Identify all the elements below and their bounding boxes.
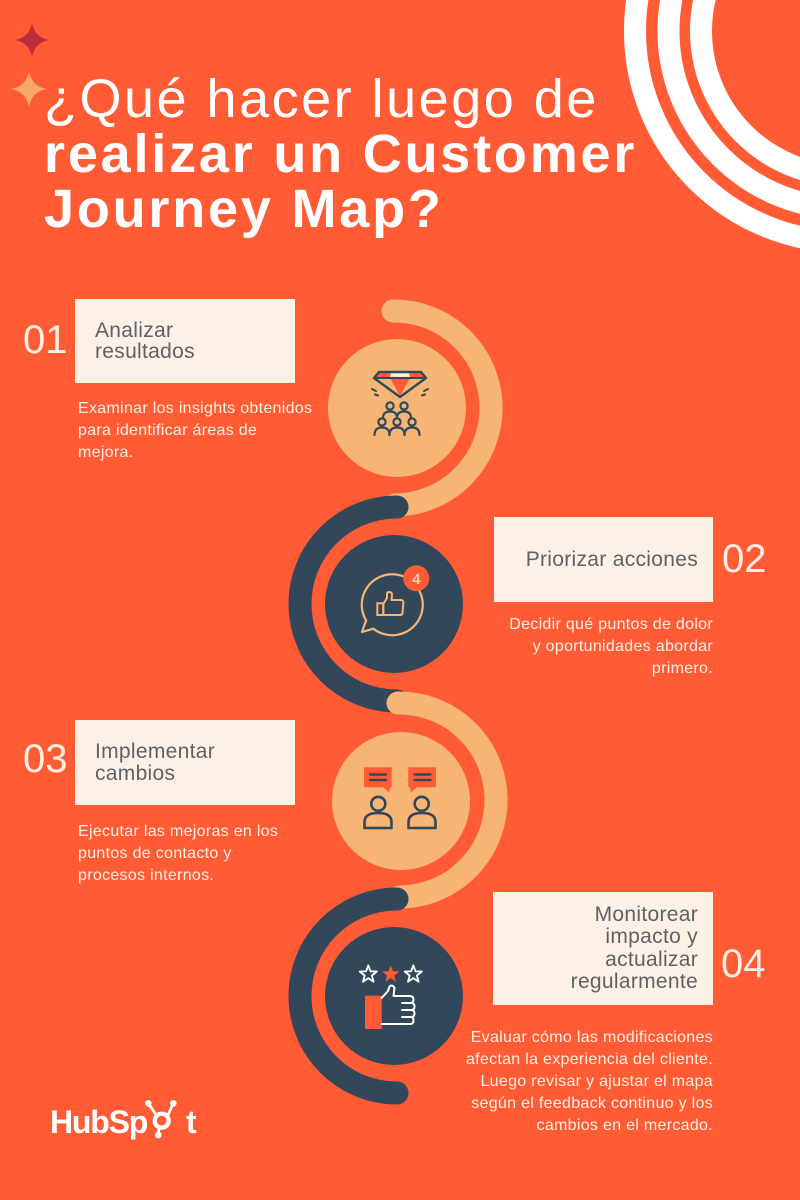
team-people bbox=[373, 401, 421, 437]
hubspot-logo: HubSp t bbox=[50, 1098, 200, 1140]
notification-badge bbox=[403, 565, 430, 592]
description-line: Evaluar cómo las modificaciones bbox=[470, 1028, 713, 1046]
description-line: según el feedback continuo y los bbox=[471, 1094, 713, 1112]
outer-ring bbox=[624, 0, 800, 249]
description-line: procesos internos. bbox=[78, 866, 215, 884]
step-3-title-line: Implementar bbox=[95, 740, 216, 763]
thumb-cuff bbox=[365, 995, 382, 1029]
sparkle-peach-icon bbox=[11, 71, 47, 107]
title-line-2: realizar un Customer bbox=[44, 124, 638, 184]
thumb-hand bbox=[382, 591, 405, 616]
step-4-title-box: Monitorear impacto y actualizar regularm… bbox=[493, 892, 713, 1005]
description-line: puntos de contacto y bbox=[78, 844, 232, 862]
people-chat-icon bbox=[363, 767, 437, 830]
inner-ring bbox=[690, 0, 800, 181]
step-4-title-line: impacto y bbox=[605, 925, 698, 948]
step-2-title-box: Priorizar acciones bbox=[494, 517, 713, 602]
step-2-title-line: Priorizar acciones bbox=[525, 547, 698, 571]
step-1-description: Examinar los insights obtenidos para ide… bbox=[78, 398, 312, 464]
badge-count: 4 bbox=[412, 571, 421, 588]
person-left-head bbox=[369, 795, 387, 813]
diamond-facet bbox=[390, 378, 410, 396]
step-1-title-line: resultados bbox=[95, 340, 195, 363]
page-title: ¿Qué hacer luego de realizar un Customer… bbox=[44, 72, 637, 237]
description-line: mejora. bbox=[78, 443, 134, 461]
middle-ring bbox=[657, 0, 800, 214]
step-2-circle bbox=[325, 535, 463, 673]
star-outline-icon bbox=[403, 964, 423, 983]
description-line: afectan la experiencia del cliente. bbox=[465, 1050, 713, 1068]
star-outline-icon bbox=[358, 964, 378, 983]
thumb-hand-outline bbox=[380, 984, 416, 1025]
step-3-title-line: cambios bbox=[95, 761, 176, 785]
journey-arc-1 bbox=[381, 299, 503, 517]
star-rating-thumbs-up-icon bbox=[358, 964, 423, 1029]
step-1-title-box: Analizar resultados bbox=[75, 299, 295, 383]
step-2-number: 02 bbox=[722, 537, 767, 581]
star-filled-icon bbox=[382, 965, 400, 982]
step-4-description: Evaluar cómo las modificaciones afectan … bbox=[466, 1027, 713, 1137]
sparkle-red-icon bbox=[14, 22, 50, 58]
description-line: para identificar áreas de bbox=[78, 421, 258, 439]
white-rings-decoration bbox=[624, 0, 800, 249]
logo-text-start: HubSp bbox=[50, 1104, 148, 1141]
step-2-description: Decidir qué puntos de dolor y oportunida… bbox=[509, 614, 713, 680]
step-1-title-line: Analizar bbox=[95, 318, 174, 342]
thumbs-up-chat-icon: 4 bbox=[360, 565, 430, 637]
description-line: Luego revisar y ajustar el mapa bbox=[480, 1072, 713, 1090]
title-line-1: ¿Qué hacer luego de bbox=[44, 69, 599, 129]
sprocket-ring bbox=[152, 1111, 171, 1130]
diamond-team-icon bbox=[371, 370, 429, 437]
step-3-number: 03 bbox=[23, 737, 68, 781]
finger-lines bbox=[401, 1002, 412, 1018]
description-line: Examinar los insights obtenidos bbox=[78, 399, 313, 417]
title-line-3: Journey Map? bbox=[44, 179, 444, 239]
description-line: y oportunidades abordar bbox=[532, 637, 713, 655]
step-4-title-line: regularmente bbox=[570, 970, 698, 993]
description-line: Decidir qué puntos de dolor bbox=[509, 615, 713, 633]
description-line: cambios en el mercado. bbox=[536, 1116, 713, 1134]
shine-lines bbox=[371, 388, 429, 397]
chat-bubble-left bbox=[364, 767, 392, 793]
hubspot-sprocket-icon bbox=[145, 1100, 177, 1139]
step-1-circle bbox=[328, 339, 466, 477]
step-4-title-line: actualizar bbox=[605, 947, 698, 971]
person-icons bbox=[363, 795, 437, 830]
journey-arc-2 bbox=[288, 495, 409, 713]
description-line: primero. bbox=[651, 659, 713, 677]
person-right-body bbox=[407, 811, 437, 830]
person-left-body bbox=[363, 811, 393, 830]
description-line: Ejecutar las mejoras en los bbox=[78, 822, 279, 840]
step-3-title-box: Implementar cambios bbox=[75, 720, 295, 805]
step-1-number: 01 bbox=[23, 318, 68, 362]
person-right-head bbox=[413, 795, 431, 813]
step-4-title-line: Monitorear bbox=[594, 902, 698, 926]
step-3-circle bbox=[332, 732, 470, 870]
journey-path bbox=[288, 299, 508, 1105]
diamond-highlight bbox=[390, 372, 410, 378]
journey-arc-4 bbox=[288, 887, 409, 1105]
journey-arc-3 bbox=[386, 691, 508, 909]
logo-text-end: t bbox=[186, 1104, 197, 1141]
step-4-number: 04 bbox=[721, 942, 766, 986]
chat-bubble-right bbox=[408, 767, 436, 793]
step-3-description: Ejecutar las mejoras en los puntos de co… bbox=[78, 821, 278, 887]
